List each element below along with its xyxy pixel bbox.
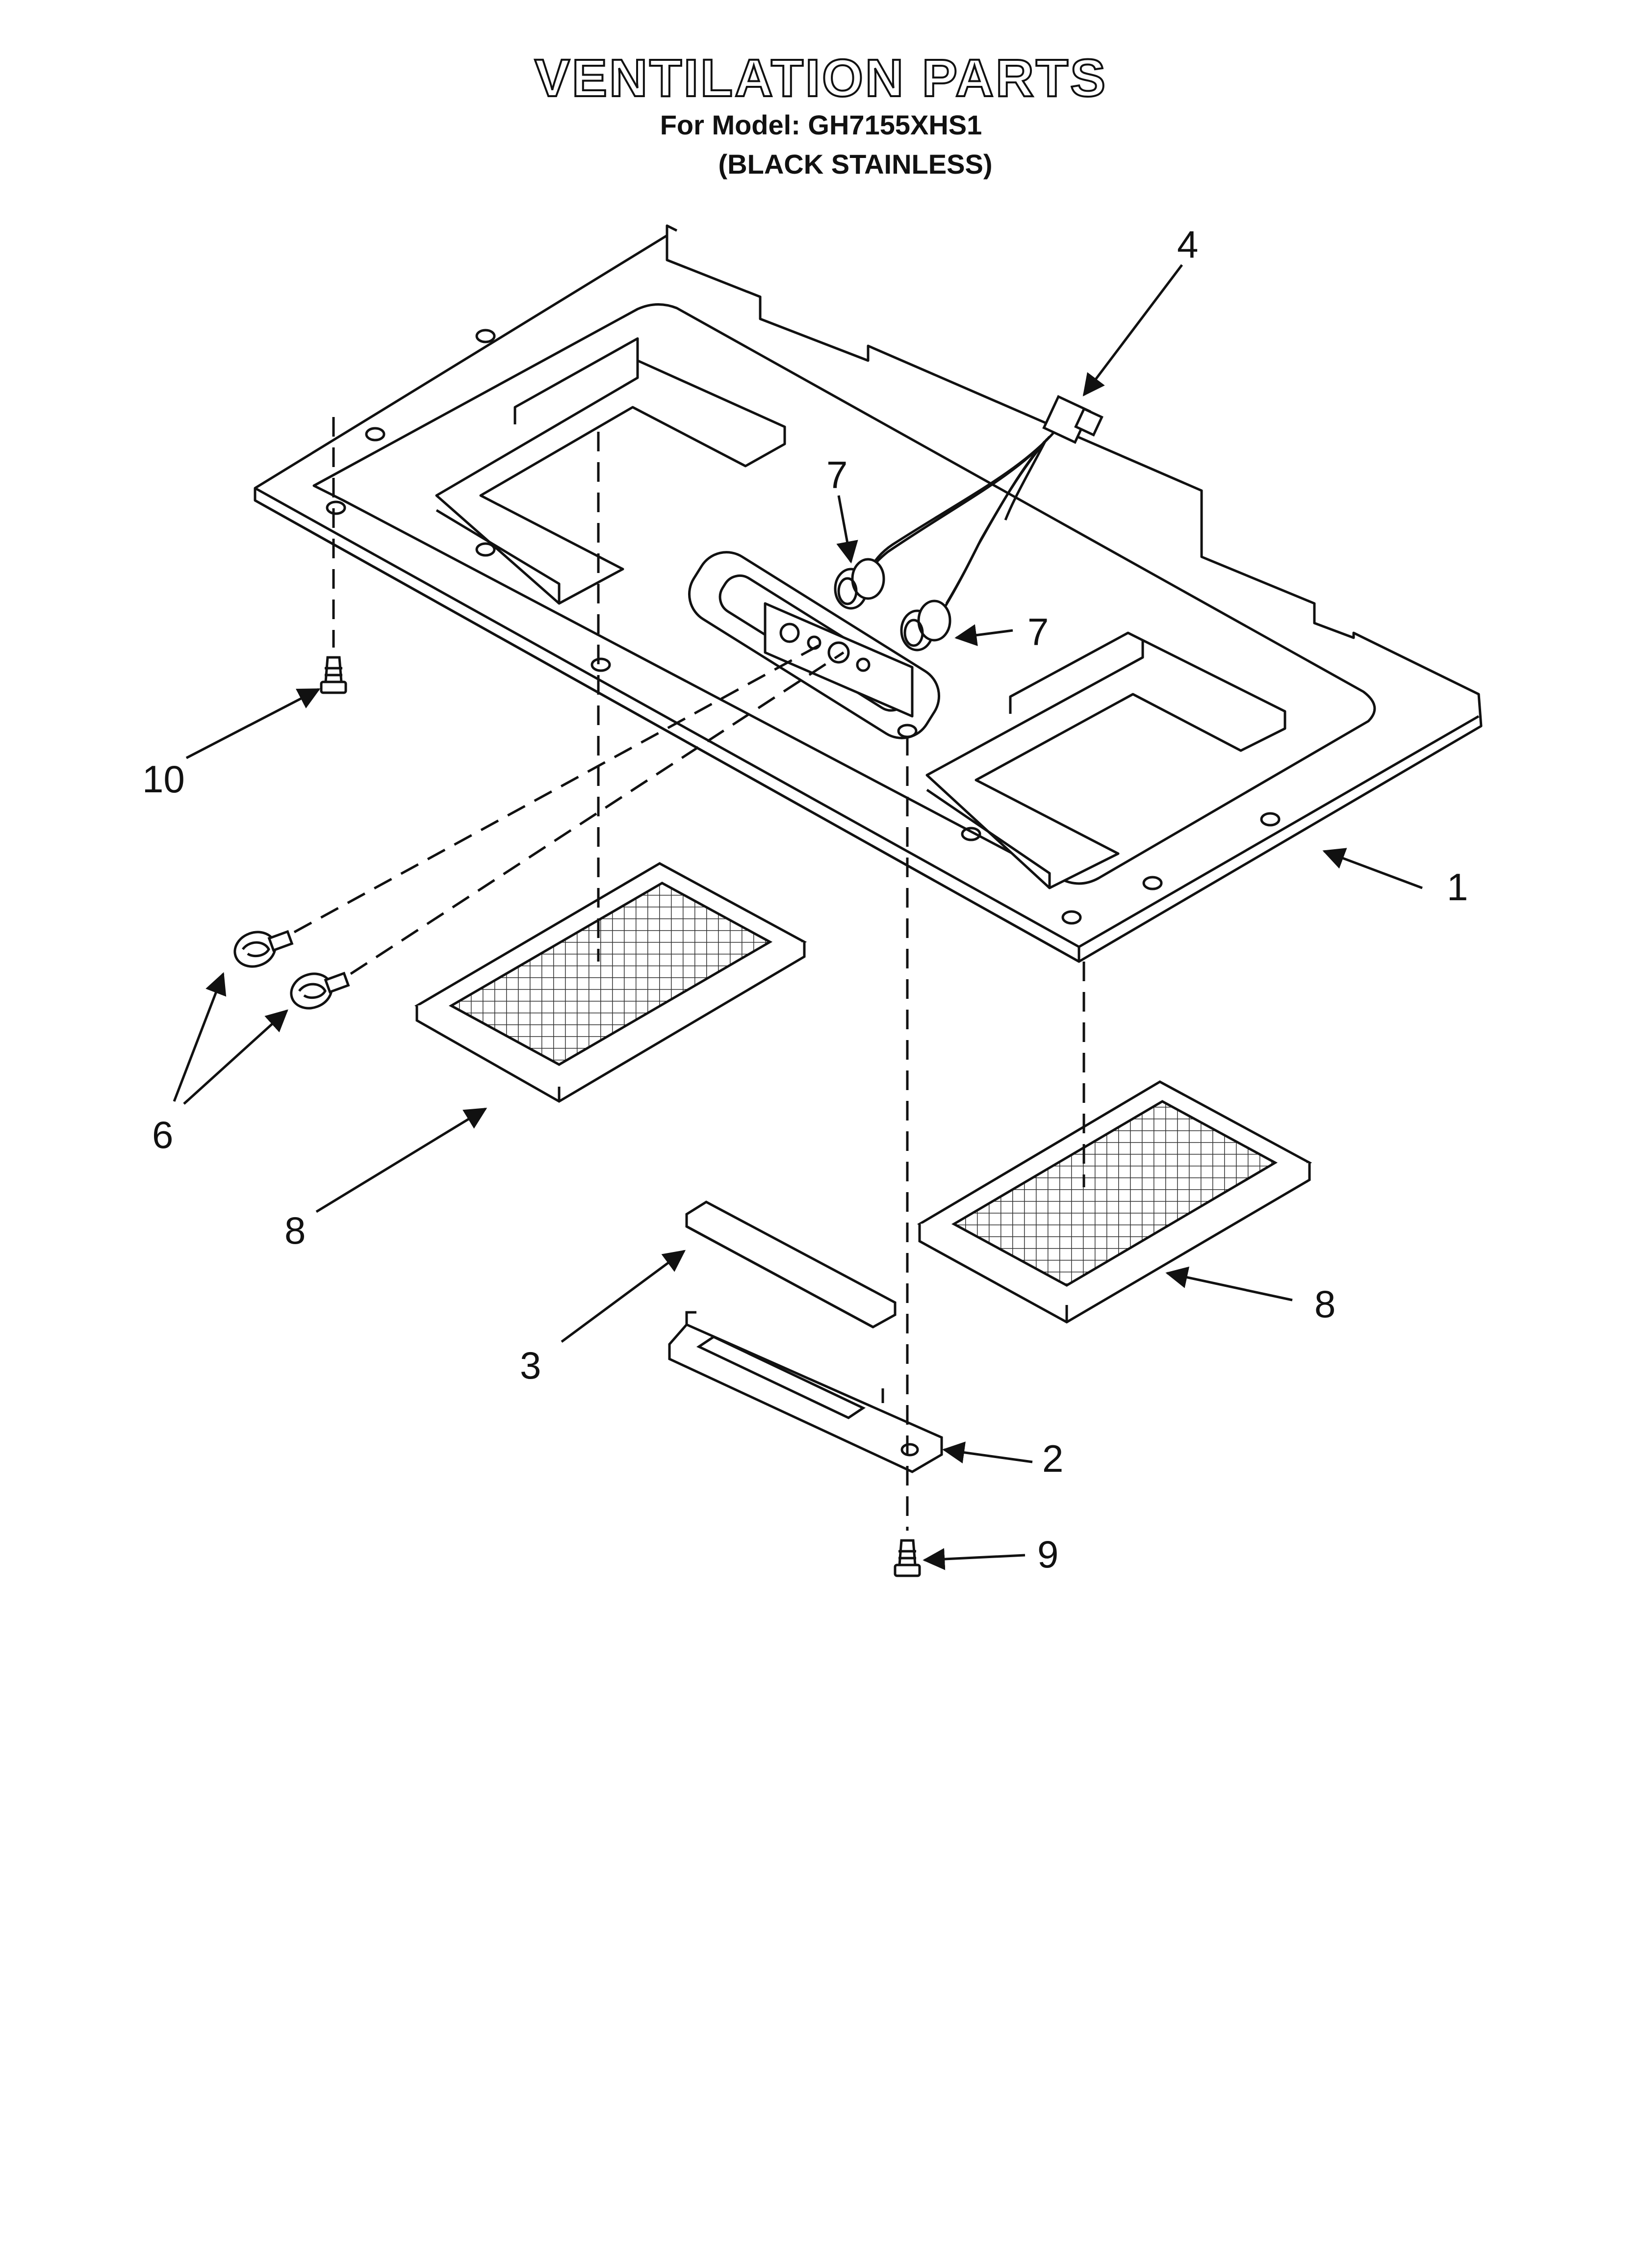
screw-part-9 (894, 1539, 921, 1577)
thumb-screw-part-6a (233, 930, 294, 968)
callout-7a: 7 (826, 453, 847, 496)
lamp-socket-part-7a (834, 558, 885, 610)
diagram-title: VENTILATION PARTS (534, 47, 1107, 108)
callout-6: 6 (152, 1113, 173, 1156)
finish-line: (BLACK STAINLESS) (718, 149, 993, 180)
callout-8-right: 8 (1314, 1282, 1335, 1326)
light-cover-part-2 (668, 1311, 943, 1473)
callout-10: 10 (142, 757, 185, 801)
screw-part-10 (320, 656, 347, 694)
callout-9: 9 (1037, 1533, 1058, 1576)
leader-lines (173, 264, 1423, 1570)
light-lens-part-3 (685, 1200, 897, 1329)
callout-8-left: 8 (284, 1209, 306, 1252)
grease-filter-part-8-left (414, 862, 807, 1103)
wire-harness-part-4 (864, 395, 1103, 609)
callout-3: 3 (520, 1344, 541, 1387)
model-line: For Model: GH7155XHS1 (660, 109, 982, 140)
grease-filter-part-8-right (917, 1080, 1312, 1324)
alignment-lines (293, 417, 1085, 1531)
callout-4: 4 (1177, 223, 1198, 266)
callout-1: 1 (1447, 865, 1468, 909)
lamp-socket-part-7b (900, 600, 951, 652)
callout-2: 2 (1042, 1437, 1063, 1480)
thumb-screw-part-6b (290, 971, 350, 1010)
callout-7b: 7 (1027, 610, 1049, 653)
